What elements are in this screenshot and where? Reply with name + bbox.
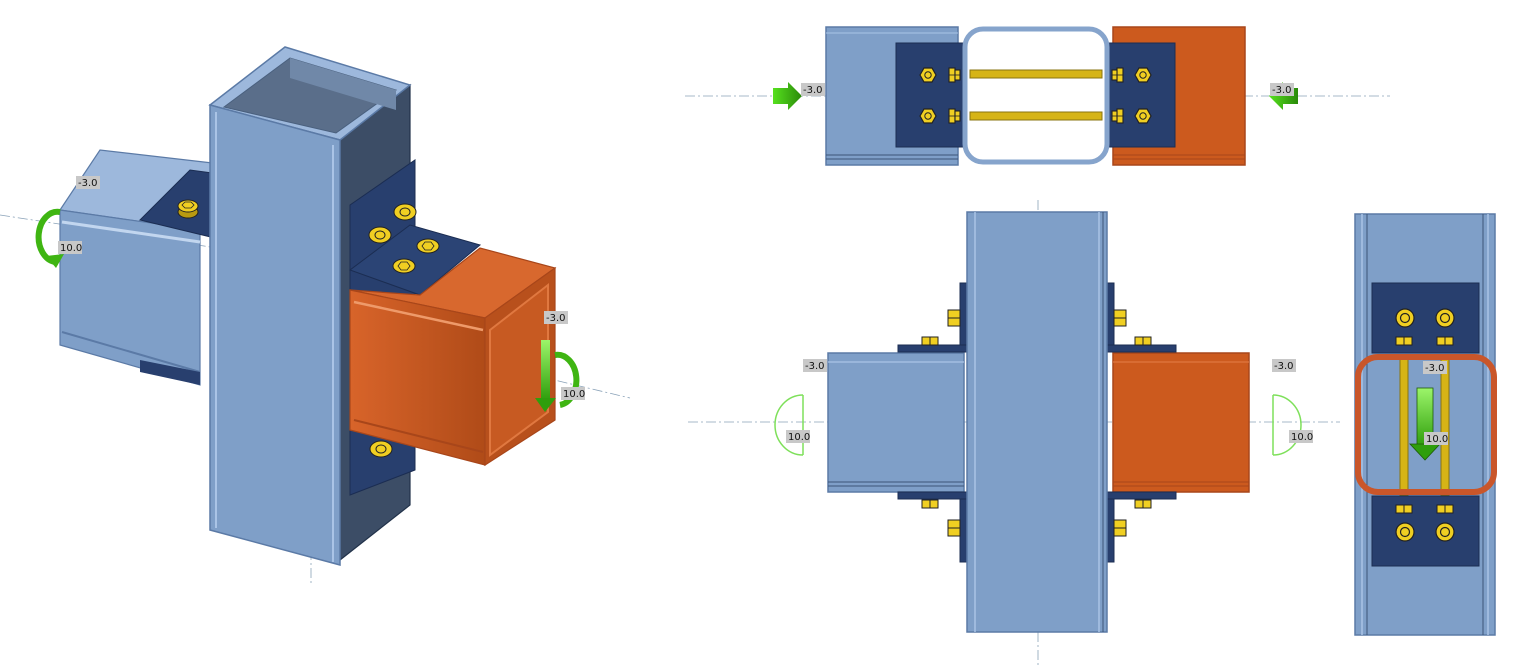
top-rod [969, 111, 1103, 121]
iso-right-load: -3.0 10.0 [535, 311, 585, 412]
iso-right-top-plate [348, 224, 482, 296]
iso-bolt [177, 199, 199, 219]
top-left-plate [895, 42, 965, 148]
top-right-plate [1106, 42, 1176, 148]
top-column [962, 26, 1110, 165]
front-right-moment-label: 10.0 [1291, 432, 1313, 443]
iso-right-beam [349, 247, 557, 467]
iso-column-front [209, 104, 341, 566]
iso-right-axial-label: -3.0 [546, 313, 566, 324]
iso-view: -3.0 10.0 -3.0 10.0 [0, 46, 631, 585]
iso-left-load: -3.0 10.0 [35, 176, 100, 268]
iso-right-bolts [368, 203, 440, 458]
side-rod [1399, 354, 1409, 496]
front-left-load: -3.0 10.0 [774, 359, 827, 456]
front-left-axial-label: -3.0 [805, 361, 825, 372]
front-right-axial-label: -3.0 [1274, 361, 1294, 372]
front-bolts [921, 309, 1152, 537]
iso-left-moment-label: 10.0 [60, 243, 82, 254]
front-right-load: -3.0 10.0 [1272, 359, 1313, 456]
side-beam [1355, 354, 1497, 495]
top-view: -3.0 -3.0 [685, 26, 1390, 166]
side-top-plate [1371, 282, 1480, 354]
front-view: -3.0 10.0 -3.0 10.0 [688, 200, 1340, 665]
side-rod [1440, 354, 1450, 496]
front-right-beam [1112, 352, 1250, 493]
top-right-axial-label: -3.0 [1272, 85, 1292, 96]
top-right-load: -3.0 [1269, 82, 1298, 110]
side-load: -3.0 10.0 [1409, 361, 1448, 461]
iso-right-moment-label: 10.0 [563, 389, 585, 400]
front-left-moment-label: 10.0 [788, 432, 810, 443]
front-left-beam [827, 352, 965, 493]
iso-left-axial-label: -3.0 [78, 178, 98, 189]
top-rod [969, 69, 1103, 79]
top-left-load: -3.0 [773, 82, 825, 110]
side-bottom-plate [1371, 495, 1480, 567]
side-axial-label: -3.0 [1425, 363, 1445, 374]
side-view: -3.0 10.0 [1354, 213, 1497, 636]
side-moment-label: 10.0 [1426, 434, 1448, 445]
top-left-axial-label: -3.0 [803, 85, 823, 96]
front-column [966, 211, 1108, 633]
